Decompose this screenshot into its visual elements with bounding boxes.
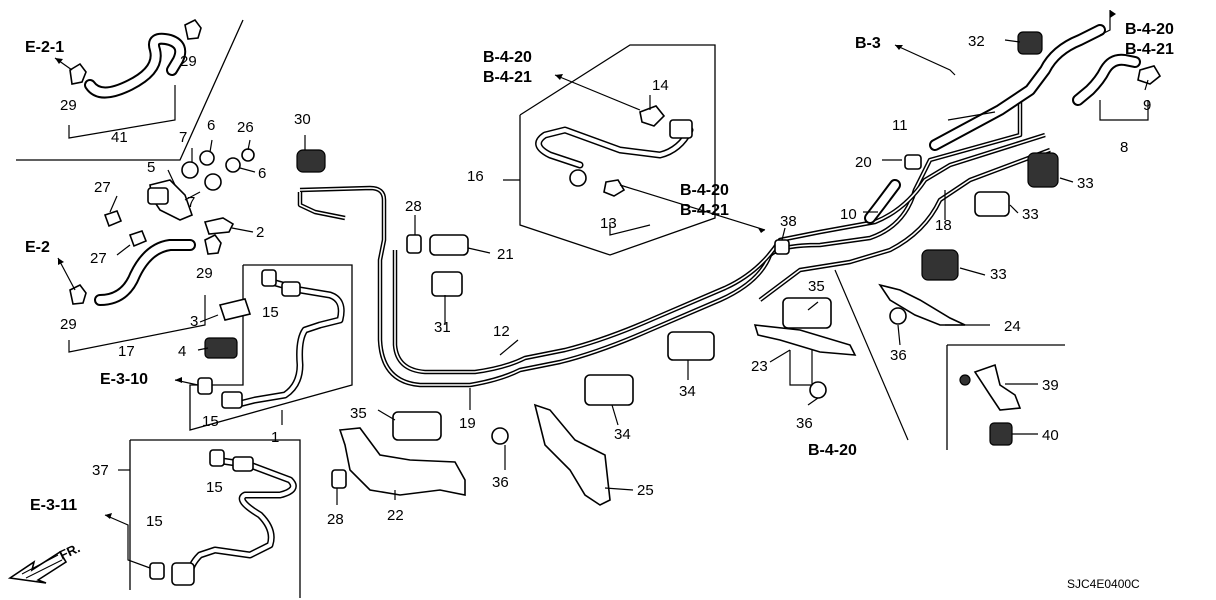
ref-b-4-21-mid: B-4-21 [680,202,729,219]
part-30: 30 [294,111,311,128]
arrowhead-icon [758,228,765,233]
part-10: 10 [840,206,857,223]
arrowhead-icon [55,58,63,64]
part-16: 16 [467,168,484,185]
part-33-b: 33 [1022,206,1039,223]
part-1: 1 [271,429,279,446]
ref-e-2: E-2 [25,239,50,256]
part-13: 13 [600,215,617,232]
part-34-b: 34 [614,426,631,443]
part-7-top: 7 [179,129,187,146]
front-direction-arrow: FR. [7,540,82,584]
part-24: 24 [1004,318,1021,335]
part-number-labels: 1 2 3 4 5 6 6 7 7 8 9 10 11 12 13 14 15 … [60,33,1151,530]
part-15-b: 15 [202,413,219,430]
part-34-a: 34 [679,383,696,400]
ref-e-2-1: E-2-1 [25,39,64,56]
arrowhead-icon [895,45,903,50]
ref-b-4-21-right: B-4-21 [1125,41,1174,58]
part-27-top: 27 [94,179,111,196]
part-36-b: 36 [796,415,813,432]
clips-and-fittings [69,18,1162,586]
part-31: 31 [434,319,451,336]
part-6-top: 6 [207,117,215,134]
front-label: FR. [57,540,82,562]
main-fuel-pipes [297,100,1051,388]
part-28-top: 28 [405,198,422,215]
part-29-c: 29 [196,265,213,282]
part-5: 5 [147,159,155,176]
part-36-a: 36 [492,474,509,491]
part-2: 2 [256,224,264,241]
part-20: 20 [855,154,872,171]
part-15-d: 15 [146,513,163,530]
part-26: 26 [237,119,254,136]
part-6-right: 6 [258,165,266,182]
part-3: 3 [190,313,198,330]
leader-lines [68,39,1149,505]
frame-lines [16,19,1065,598]
arrowhead-icon [1110,10,1116,18]
part-40: 40 [1042,427,1059,444]
part-32: 32 [968,33,985,50]
ref-b-4-20-right: B-4-20 [1125,21,1174,38]
part-17: 17 [118,343,135,360]
part-15-a: 15 [262,304,279,321]
arrowhead-icon [105,513,112,519]
part-19: 19 [459,415,476,432]
arrowhead-icon [175,377,182,383]
part-35-a: 35 [350,405,367,422]
part-28-bottom: 28 [327,511,344,528]
part-25: 25 [637,482,654,499]
ref-b-3: B-3 [855,35,881,52]
part-38: 38 [780,213,797,230]
ref-b-4-20-top: B-4-20 [483,49,532,66]
part-29-b: 29 [60,97,77,114]
part-22: 22 [387,507,404,524]
ref-b-4-20-mid: B-4-20 [680,182,729,199]
part-41: 41 [111,129,128,146]
part-33-c: 33 [990,266,1007,283]
diagram-code: SJC4E0400C [1067,577,1140,591]
part-37: 37 [92,462,109,479]
part-29-d: 29 [60,316,77,333]
part-15-c: 15 [206,479,223,496]
arrowhead-icon [555,74,563,80]
arrowhead-icon [58,258,64,265]
part-11: 11 [892,117,908,134]
ref-e-3-10: E-3-10 [100,371,148,388]
part-29-a: 29 [180,53,197,70]
part-18: 18 [935,217,952,234]
part-4: 4 [178,343,186,360]
part-9: 9 [1143,97,1151,114]
part-27-bottom: 27 [90,250,107,267]
part-23: 23 [751,358,768,375]
part-35-b: 35 [808,278,825,295]
ref-b-4-21-top: B-4-21 [483,69,532,86]
part-36-c: 36 [890,347,907,364]
part-12: 12 [493,323,510,340]
tube-assemblies [186,126,694,579]
part-7-bottom: 7 [187,194,195,211]
ref-e-3-11: E-3-11 [30,497,77,514]
hoses [84,24,1141,306]
part-8: 8 [1120,139,1128,156]
part-14: 14 [652,77,669,94]
ref-b-4-20-bottom: B-4-20 [808,442,857,459]
reference-labels: E-2-1 E-2 E-3-10 E-3-11 B-3 B-4-20 B-4-2… [25,21,1174,514]
reference-arrows [54,10,1116,569]
part-21: 21 [497,246,514,263]
part-39: 39 [1042,377,1059,394]
part-33-a: 33 [1077,175,1094,192]
